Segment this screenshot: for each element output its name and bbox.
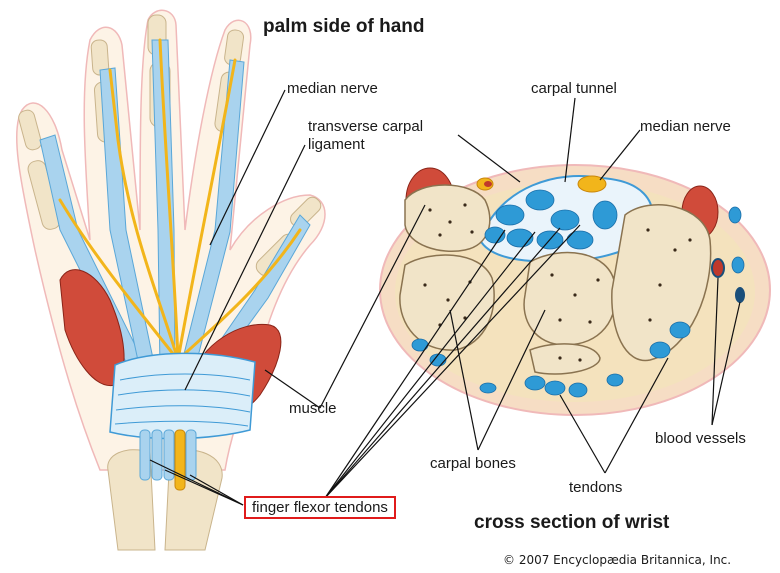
palm-side-title: palm side of hand [263, 16, 425, 38]
tendons-label: tendons [569, 479, 622, 496]
transverse-carpal-ligament [110, 353, 255, 438]
copyright-notice: © 2007 Encyclopædia Britannica, Inc. [503, 552, 731, 569]
median-nerve-hand-label: median nerve [287, 80, 378, 97]
blood-vessels-label: blood vessels [655, 430, 746, 447]
finger-flexor-tendons-label: finger flexor tendons [244, 496, 396, 519]
hand-illustration [17, 10, 325, 550]
wrist-cross-section [380, 165, 770, 415]
median-nerve-wrist-label: median nerve [640, 118, 731, 135]
wrist-median-nerve [175, 430, 185, 490]
carpal-tunnel-label: carpal tunnel [531, 80, 617, 97]
muscle-label: muscle [289, 400, 337, 417]
wrist-tendon-bundle [140, 430, 196, 480]
cross-section-title: cross section of wrist [474, 512, 669, 534]
transverse-carpal-label-line1: transverse carpal [308, 118, 423, 135]
leader-transverse-wrist [458, 135, 520, 182]
transverse-carpal-label-line2: ligament [308, 136, 365, 153]
carpal-bones-label: carpal bones [430, 455, 516, 472]
